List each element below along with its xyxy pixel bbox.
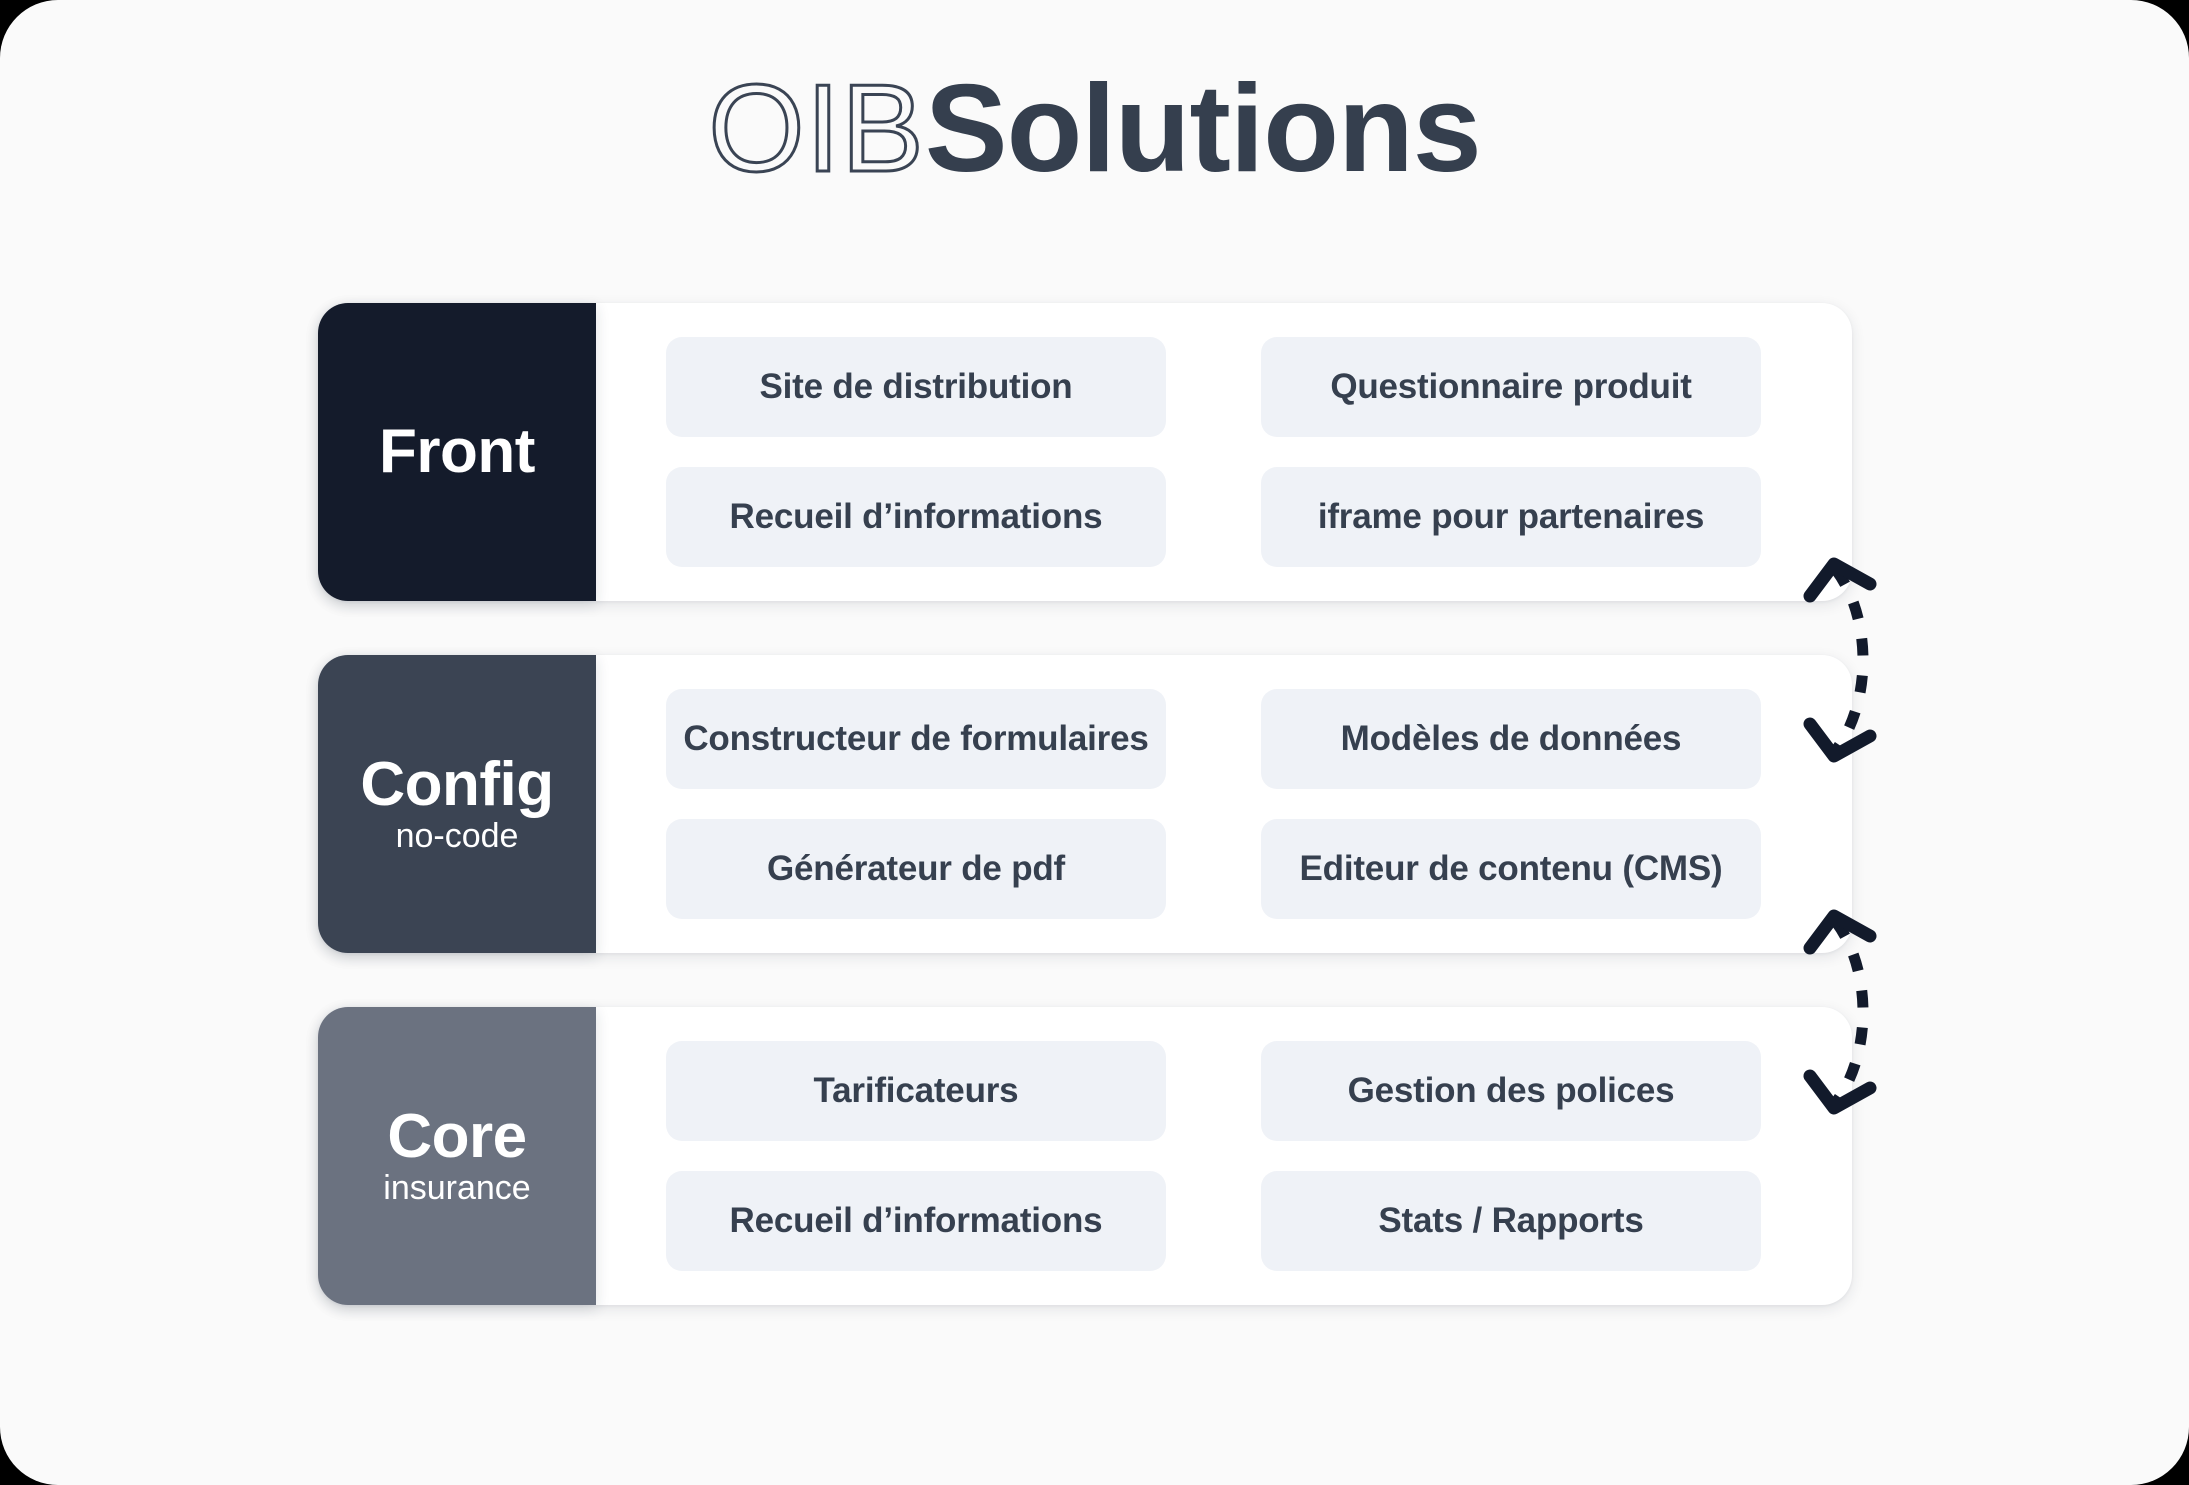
chip-core-3[interactable]: Recueil d’informations [666,1171,1166,1271]
layer-config-chips: Constructeur de formulaires Modèles de d… [666,689,1816,919]
page-title: OIBSolutions [0,58,2189,200]
chip-front-4[interactable]: iframe pour partenaires [1261,467,1761,567]
chip-config-4[interactable]: Editeur de contenu (CMS) [1261,819,1761,919]
layer-label-front-title: Front [379,417,535,487]
chip-core-1[interactable]: Tarificateurs [666,1041,1166,1141]
chip-config-3[interactable]: Générateur de pdf [666,819,1166,919]
double-arrow-icon-config-core [1803,909,1877,1115]
brand-solid-text: Solutions [924,60,1482,198]
layer-front-chips: Site de distribution Questionnaire produ… [666,337,1816,567]
layer-label-core: Core insurance [318,1007,596,1305]
layer-row-config: Config no-code Constructeur de formulair… [318,655,1852,953]
layer-label-config: Config no-code [318,655,596,953]
chip-config-1[interactable]: Constructeur de formulaires [666,689,1166,789]
layer-row-front: Front Site de distribution Questionnaire… [318,303,1852,601]
layer-label-config-title: Config [360,749,554,819]
brand-outline-text: OIB [707,59,926,200]
chip-front-1[interactable]: Site de distribution [666,337,1166,437]
layer-core-chips: Tarificateurs Gestion des polices Recuei… [666,1041,1816,1271]
layer-label-front: Front [318,303,596,601]
chip-config-2[interactable]: Modèles de données [1261,689,1761,789]
chip-front-3[interactable]: Recueil d’informations [666,467,1166,567]
layer-label-core-subtitle: insurance [383,1168,531,1207]
chip-front-2[interactable]: Questionnaire produit [1261,337,1761,437]
double-arrow-icon-front-config [1803,557,1877,763]
layer-row-core: Core insurance Tarificateurs Gestion des… [318,1007,1852,1305]
chip-core-4[interactable]: Stats / Rapports [1261,1171,1761,1271]
chip-core-2[interactable]: Gestion des polices [1261,1041,1761,1141]
layer-label-core-title: Core [387,1101,527,1171]
layer-label-config-subtitle: no-code [395,816,519,855]
